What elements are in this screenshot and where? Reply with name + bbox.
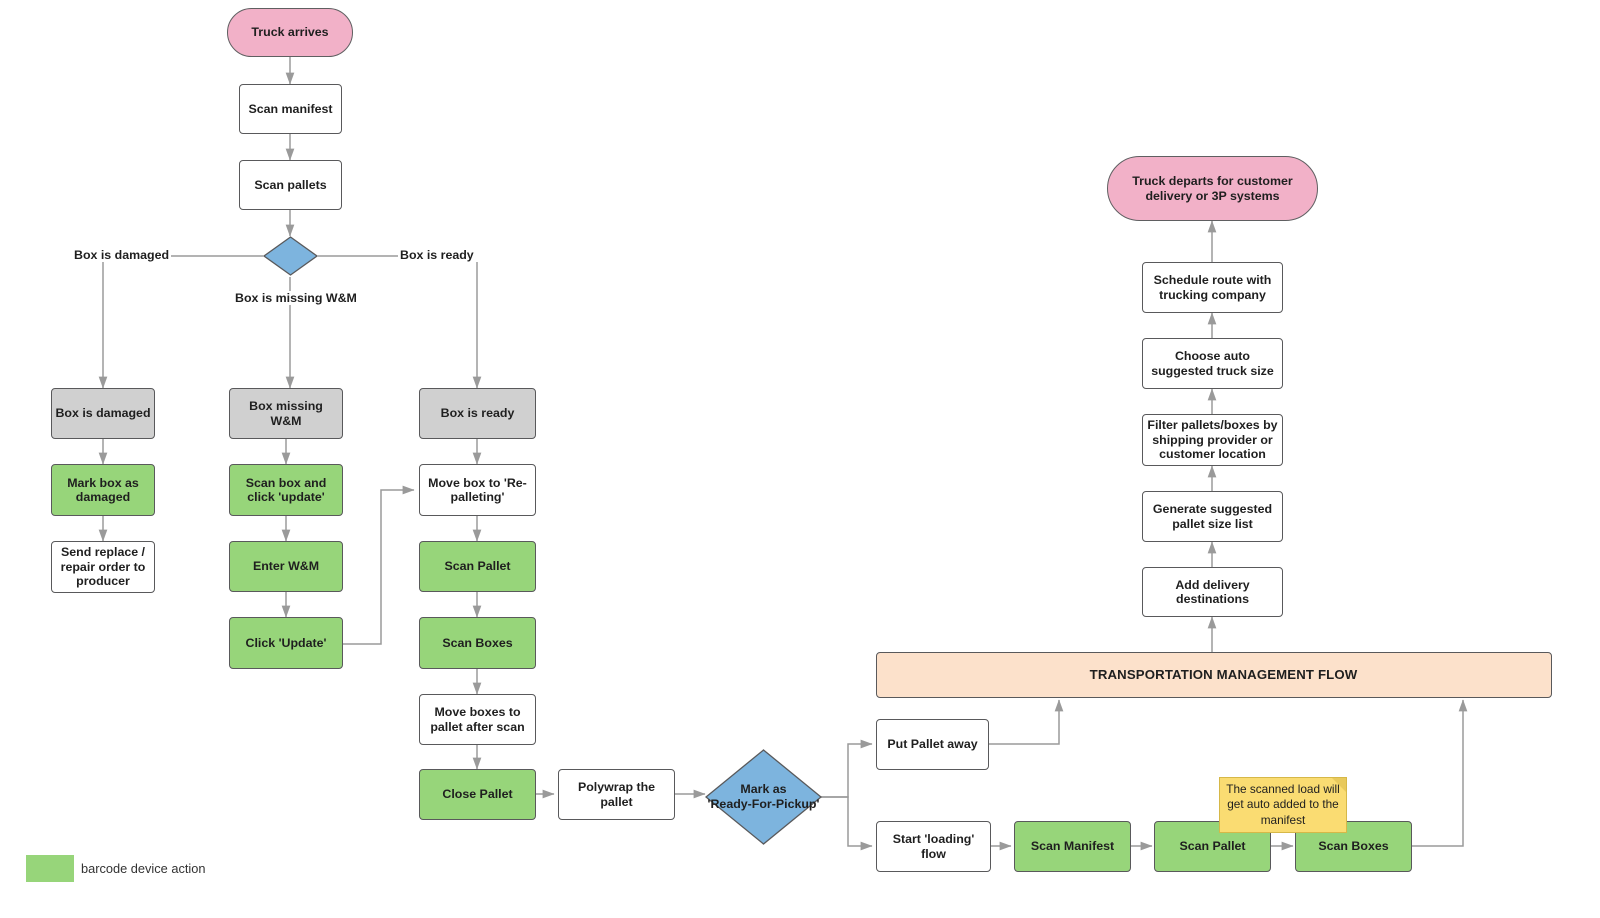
- legend-label-barcode-action: barcode device action: [81, 861, 206, 876]
- node-label: Scan Boxes: [1318, 839, 1389, 854]
- note-fold-corner: [1332, 778, 1346, 792]
- node-choose-auto-suggested-truck-size[interactable]: Choose auto suggested truck size: [1142, 338, 1283, 389]
- node-label: Send replace / repair order to producer: [60, 545, 146, 589]
- node-label: Mark box as damaged: [67, 475, 139, 505]
- node-label: Scan Pallet: [444, 559, 511, 574]
- node-label: Scan Boxes: [442, 635, 513, 650]
- decision-label: Mark as 'Ready-For-Pickup': [705, 749, 822, 845]
- node-box-is-damaged-state[interactable]: Box is damaged: [51, 388, 155, 439]
- node-label: Scan Manifest: [1030, 839, 1115, 854]
- node-scan-manifest-loading[interactable]: Scan Manifest: [1014, 821, 1131, 872]
- edge-label-box-is-ready: Box is ready: [398, 248, 476, 262]
- node-truck-arrives[interactable]: Truck arrives: [227, 8, 353, 57]
- node-truck-departs[interactable]: Truck departs for customer delivery or 3…: [1107, 156, 1318, 221]
- node-label: Truck arrives: [251, 25, 329, 40]
- node-start-loading-flow[interactable]: Start 'loading' flow: [876, 821, 991, 872]
- node-scan-pallets[interactable]: Scan pallets: [239, 160, 342, 210]
- edge-label-box-is-damaged: Box is damaged: [72, 248, 172, 262]
- node-label: Polywrap the pallet: [577, 780, 656, 809]
- node-scan-manifest[interactable]: Scan manifest: [239, 84, 342, 134]
- node-label: Move boxes to pallet after scan: [430, 705, 525, 734]
- node-click-update[interactable]: Click 'Update': [229, 617, 343, 669]
- node-label: Scan manifest: [248, 101, 333, 116]
- node-label: Generate suggested pallet size list: [1152, 502, 1273, 531]
- node-put-pallet-away[interactable]: Put Pallet away: [876, 719, 989, 770]
- node-label: Box is damaged: [55, 406, 151, 421]
- node-add-delivery-destinations[interactable]: Add delivery destinations: [1142, 567, 1283, 617]
- node-enter-wm[interactable]: Enter W&M: [229, 541, 343, 592]
- legend-swatch-barcode-action: [26, 855, 74, 882]
- node-label: Move box to 'Re-palleting': [428, 475, 527, 505]
- node-label: Schedule route with trucking company: [1153, 273, 1272, 302]
- node-mark-box-as-damaged[interactable]: Mark box as damaged: [51, 464, 155, 516]
- node-schedule-route-with-trucking-company[interactable]: Schedule route with trucking company: [1142, 262, 1283, 313]
- note-scanned-load-auto-added: The scanned load will get auto added to …: [1219, 777, 1347, 833]
- decision-label-line1: Mark as 'Ready-For-Pickup': [707, 782, 820, 811]
- note-text: The scanned load will get auto added to …: [1226, 781, 1340, 827]
- node-generate-suggested-pallet-size-list[interactable]: Generate suggested pallet size list: [1142, 491, 1283, 542]
- node-polywrap-the-pallet[interactable]: Polywrap the pallet: [558, 769, 675, 820]
- node-label: Box is ready: [440, 406, 515, 421]
- node-label: Choose auto suggested truck size: [1151, 349, 1274, 378]
- node-label: Close Pallet: [442, 787, 513, 802]
- node-filter-pallets-boxes[interactable]: Filter pallets/boxes by shipping provide…: [1142, 414, 1283, 466]
- node-label: Start 'loading' flow: [892, 832, 975, 861]
- node-label: Truck departs for customer delivery or 3…: [1132, 174, 1293, 203]
- node-box-is-ready-state[interactable]: Box is ready: [419, 388, 536, 439]
- node-scan-box-and-click-update[interactable]: Scan box and click 'update': [229, 464, 343, 516]
- edge-label-box-is-missing-wm: Box is missing W&M: [233, 291, 359, 305]
- node-send-replace-repair-order[interactable]: Send replace / repair order to producer: [51, 541, 155, 593]
- node-move-box-to-repalleting[interactable]: Move box to 'Re-palleting': [419, 464, 536, 516]
- node-label: Put Pallet away: [887, 737, 978, 752]
- node-label: Scan box and click 'update': [245, 475, 327, 505]
- band-transportation-management-flow: TRANSPORTATION MANAGEMENT FLOW: [876, 652, 1552, 698]
- node-label: Enter W&M: [252, 559, 320, 574]
- decision-box-state[interactable]: [263, 236, 318, 276]
- node-box-missing-wm-state[interactable]: Box missing W&M: [229, 388, 343, 439]
- node-close-pallet[interactable]: Close Pallet: [419, 769, 536, 820]
- node-label: Click 'Update': [245, 635, 327, 650]
- node-label: Scan pallets: [254, 177, 327, 192]
- decision-mark-as-ready-for-pickup[interactable]: Mark as 'Ready-For-Pickup': [705, 749, 822, 845]
- node-label: Scan Pallet: [1179, 839, 1246, 854]
- node-scan-pallet-receiving[interactable]: Scan Pallet: [419, 541, 536, 592]
- node-move-boxes-to-pallet[interactable]: Move boxes to pallet after scan: [419, 694, 536, 745]
- node-label: Add delivery destinations: [1175, 577, 1250, 607]
- node-label: Filter pallets/boxes by shipping provide…: [1147, 418, 1278, 462]
- band-label: TRANSPORTATION MANAGEMENT FLOW: [1089, 667, 1358, 683]
- node-scan-boxes-receiving[interactable]: Scan Boxes: [419, 617, 536, 669]
- node-label: Box missing W&M: [249, 399, 323, 428]
